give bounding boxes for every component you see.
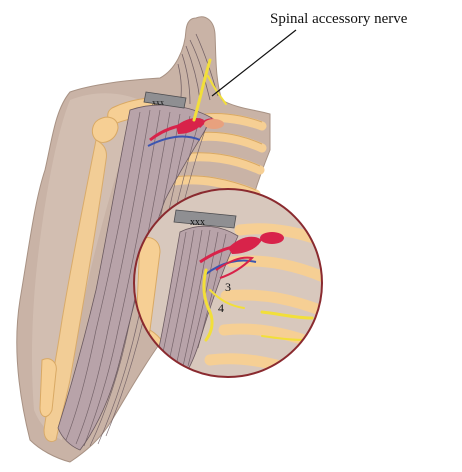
label-leader-line: [212, 30, 296, 96]
svg-text:xxx: xxx: [190, 217, 205, 228]
svg-text:xxx: xxx: [152, 98, 164, 107]
label-4: 4: [218, 301, 224, 315]
spinal-accessory-nerve-label: Spinal accessory nerve: [270, 11, 408, 27]
pink-blob-top: [204, 119, 224, 129]
label-3: 3: [225, 280, 231, 294]
